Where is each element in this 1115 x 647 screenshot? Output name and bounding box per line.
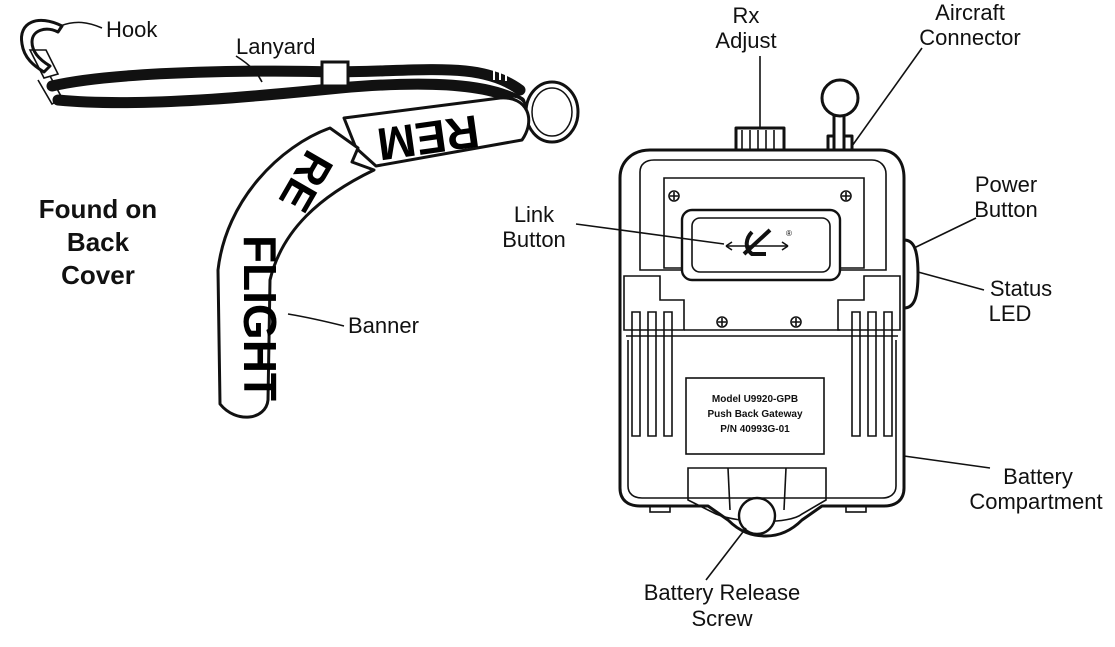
gateway-device: ® Model U9920-GPB Push Back Gateway P/N … [618, 78, 920, 538]
aircraft-connector-label-line-2: Connector [919, 25, 1021, 50]
battery-compartment-label-line-2: Compartment [969, 489, 1102, 514]
lanyard-label: Lanyard [236, 34, 316, 59]
rx-adjust-label-line-1: Rx [733, 3, 760, 28]
rx-adjust-label-line-2: Adjust [715, 28, 776, 53]
lanyard-strap [46, 60, 526, 109]
product-name-text: Push Back Gateway [707, 409, 802, 420]
banner-text-flight: FLIGHT [234, 235, 286, 401]
lanyard-assembly: REM RE FLIGHT [20, 18, 580, 419]
power-button-label-line-2: Button [974, 197, 1038, 222]
hook-label: Hook [106, 17, 158, 42]
left-callout-lines [59, 21, 345, 327]
link-button-label-line-1: Link [514, 202, 555, 227]
battery-compartment-label-line-1: Battery [1003, 464, 1073, 489]
status-led-label-line-1: Status [990, 276, 1052, 301]
part-number-text: P/N 40993G-01 [720, 424, 790, 435]
power-button-label-line-1: Power [975, 172, 1037, 197]
link-button-label-line-2: Button [502, 227, 566, 252]
hook-illustration [20, 18, 64, 106]
banner-label: Banner [348, 313, 419, 338]
note-line-1: Found on [39, 194, 157, 224]
link-button: ® [680, 208, 842, 282]
battery-release-screw [687, 467, 827, 536]
registered-mark: ® [786, 229, 792, 238]
note-line-3: Cover [61, 260, 135, 290]
aircraft-connector-label-line-1: Aircraft [935, 0, 1005, 25]
screws [668, 190, 852, 328]
model-label-plate: Model U9920-GPB Push Back Gateway P/N 40… [685, 377, 825, 455]
right-callout-lines [575, 47, 991, 581]
note-line-2: Back [67, 227, 130, 257]
side-rails [623, 275, 901, 437]
link-logo-icon: ® [725, 228, 792, 256]
model-number-text: Model U9920-GPB [712, 394, 798, 405]
battery-release-screw-label-line-2: Screw [691, 606, 752, 631]
battery-release-screw-label-line-1: Battery Release [644, 580, 801, 605]
status-led-label-line-2: LED [989, 301, 1032, 326]
remove-before-flight-banner: REM RE FLIGHT [216, 96, 531, 419]
